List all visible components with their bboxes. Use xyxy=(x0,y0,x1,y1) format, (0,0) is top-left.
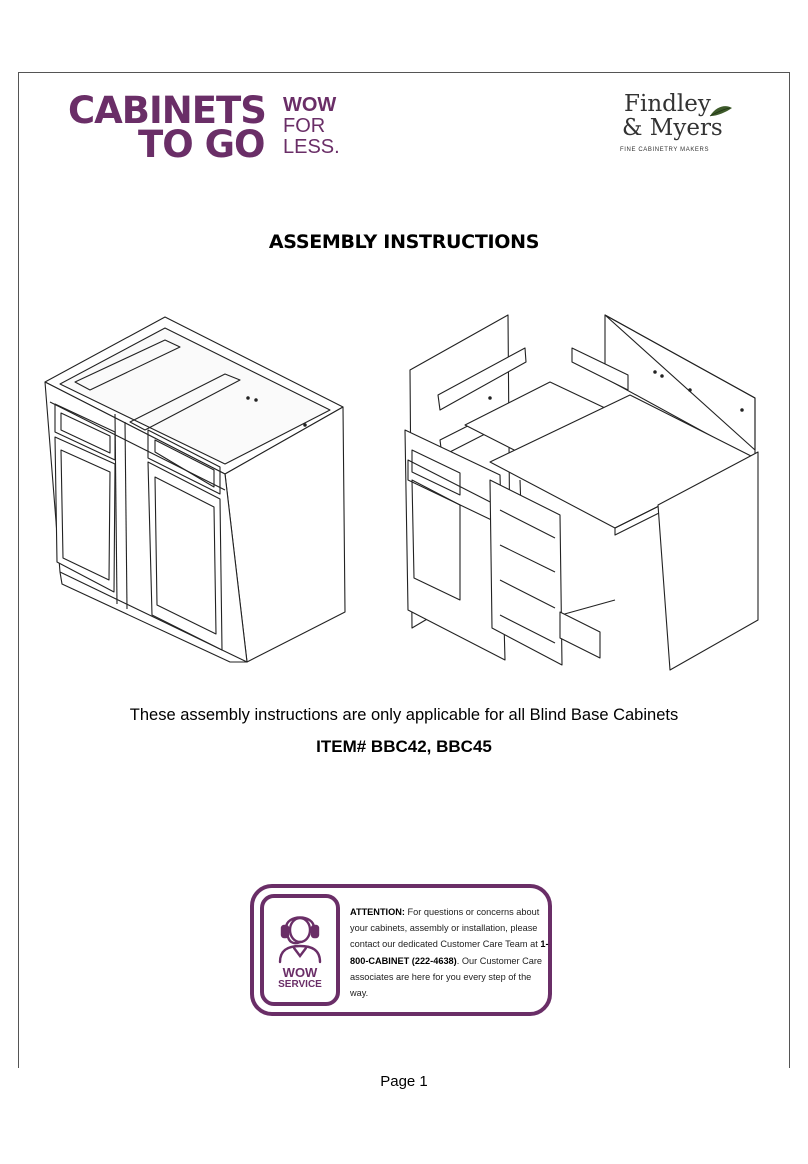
attention-body-1: For questions or concerns about your cab… xyxy=(350,907,540,950)
logo-tag-wow: WOW xyxy=(283,94,337,116)
logo-findley: Findley xyxy=(624,91,711,117)
assembled-cabinet-illustration xyxy=(40,312,350,672)
cabinets-to-go-logo: CABINETS TO GO WOW FOR LESS. xyxy=(68,92,343,164)
wow-service-badge: WOW SERVICE xyxy=(260,894,340,1006)
logo-word-to-go: TO GO xyxy=(138,123,265,166)
applicability-note: These assembly instructions are only app… xyxy=(129,706,679,724)
item-numbers: ITEM# BBC42, BBC45 xyxy=(316,737,492,756)
logo-word-cabinets: CABINETS xyxy=(68,89,267,132)
page-number: Page 1 xyxy=(380,1073,428,1090)
findley-myers-logo: Findley & Myers FINE CABINETRY MAKERS xyxy=(612,90,732,162)
page-title: ASSEMBLY INSTRUCTIONS xyxy=(268,231,540,253)
leaf-icon xyxy=(709,106,732,117)
badge-service: SERVICE xyxy=(278,979,322,990)
attention-box: WOW SERVICE ATTENTION: For questions or … xyxy=(250,884,552,1016)
attention-text: ATTENTION: For questions or concerns abo… xyxy=(350,904,550,1001)
attention-label: ATTENTION: xyxy=(350,907,405,917)
customer-service-agent-icon xyxy=(278,916,322,964)
badge-wow: WOW xyxy=(282,965,318,980)
customer-care-phone[interactable]: 1-800-CABINET (222-4638) xyxy=(350,939,549,966)
page-frame xyxy=(18,72,790,1068)
logo-tag-less: LESS. xyxy=(283,136,340,158)
exploded-cabinet-illustration xyxy=(400,310,765,675)
logo-tag-for: FOR xyxy=(283,115,326,137)
logo-subtitle: FINE CABINETRY MAKERS xyxy=(620,147,710,153)
logo-myers: & Myers xyxy=(622,115,723,141)
attention-body-2: . Our Customer Care associates are here … xyxy=(350,955,542,999)
